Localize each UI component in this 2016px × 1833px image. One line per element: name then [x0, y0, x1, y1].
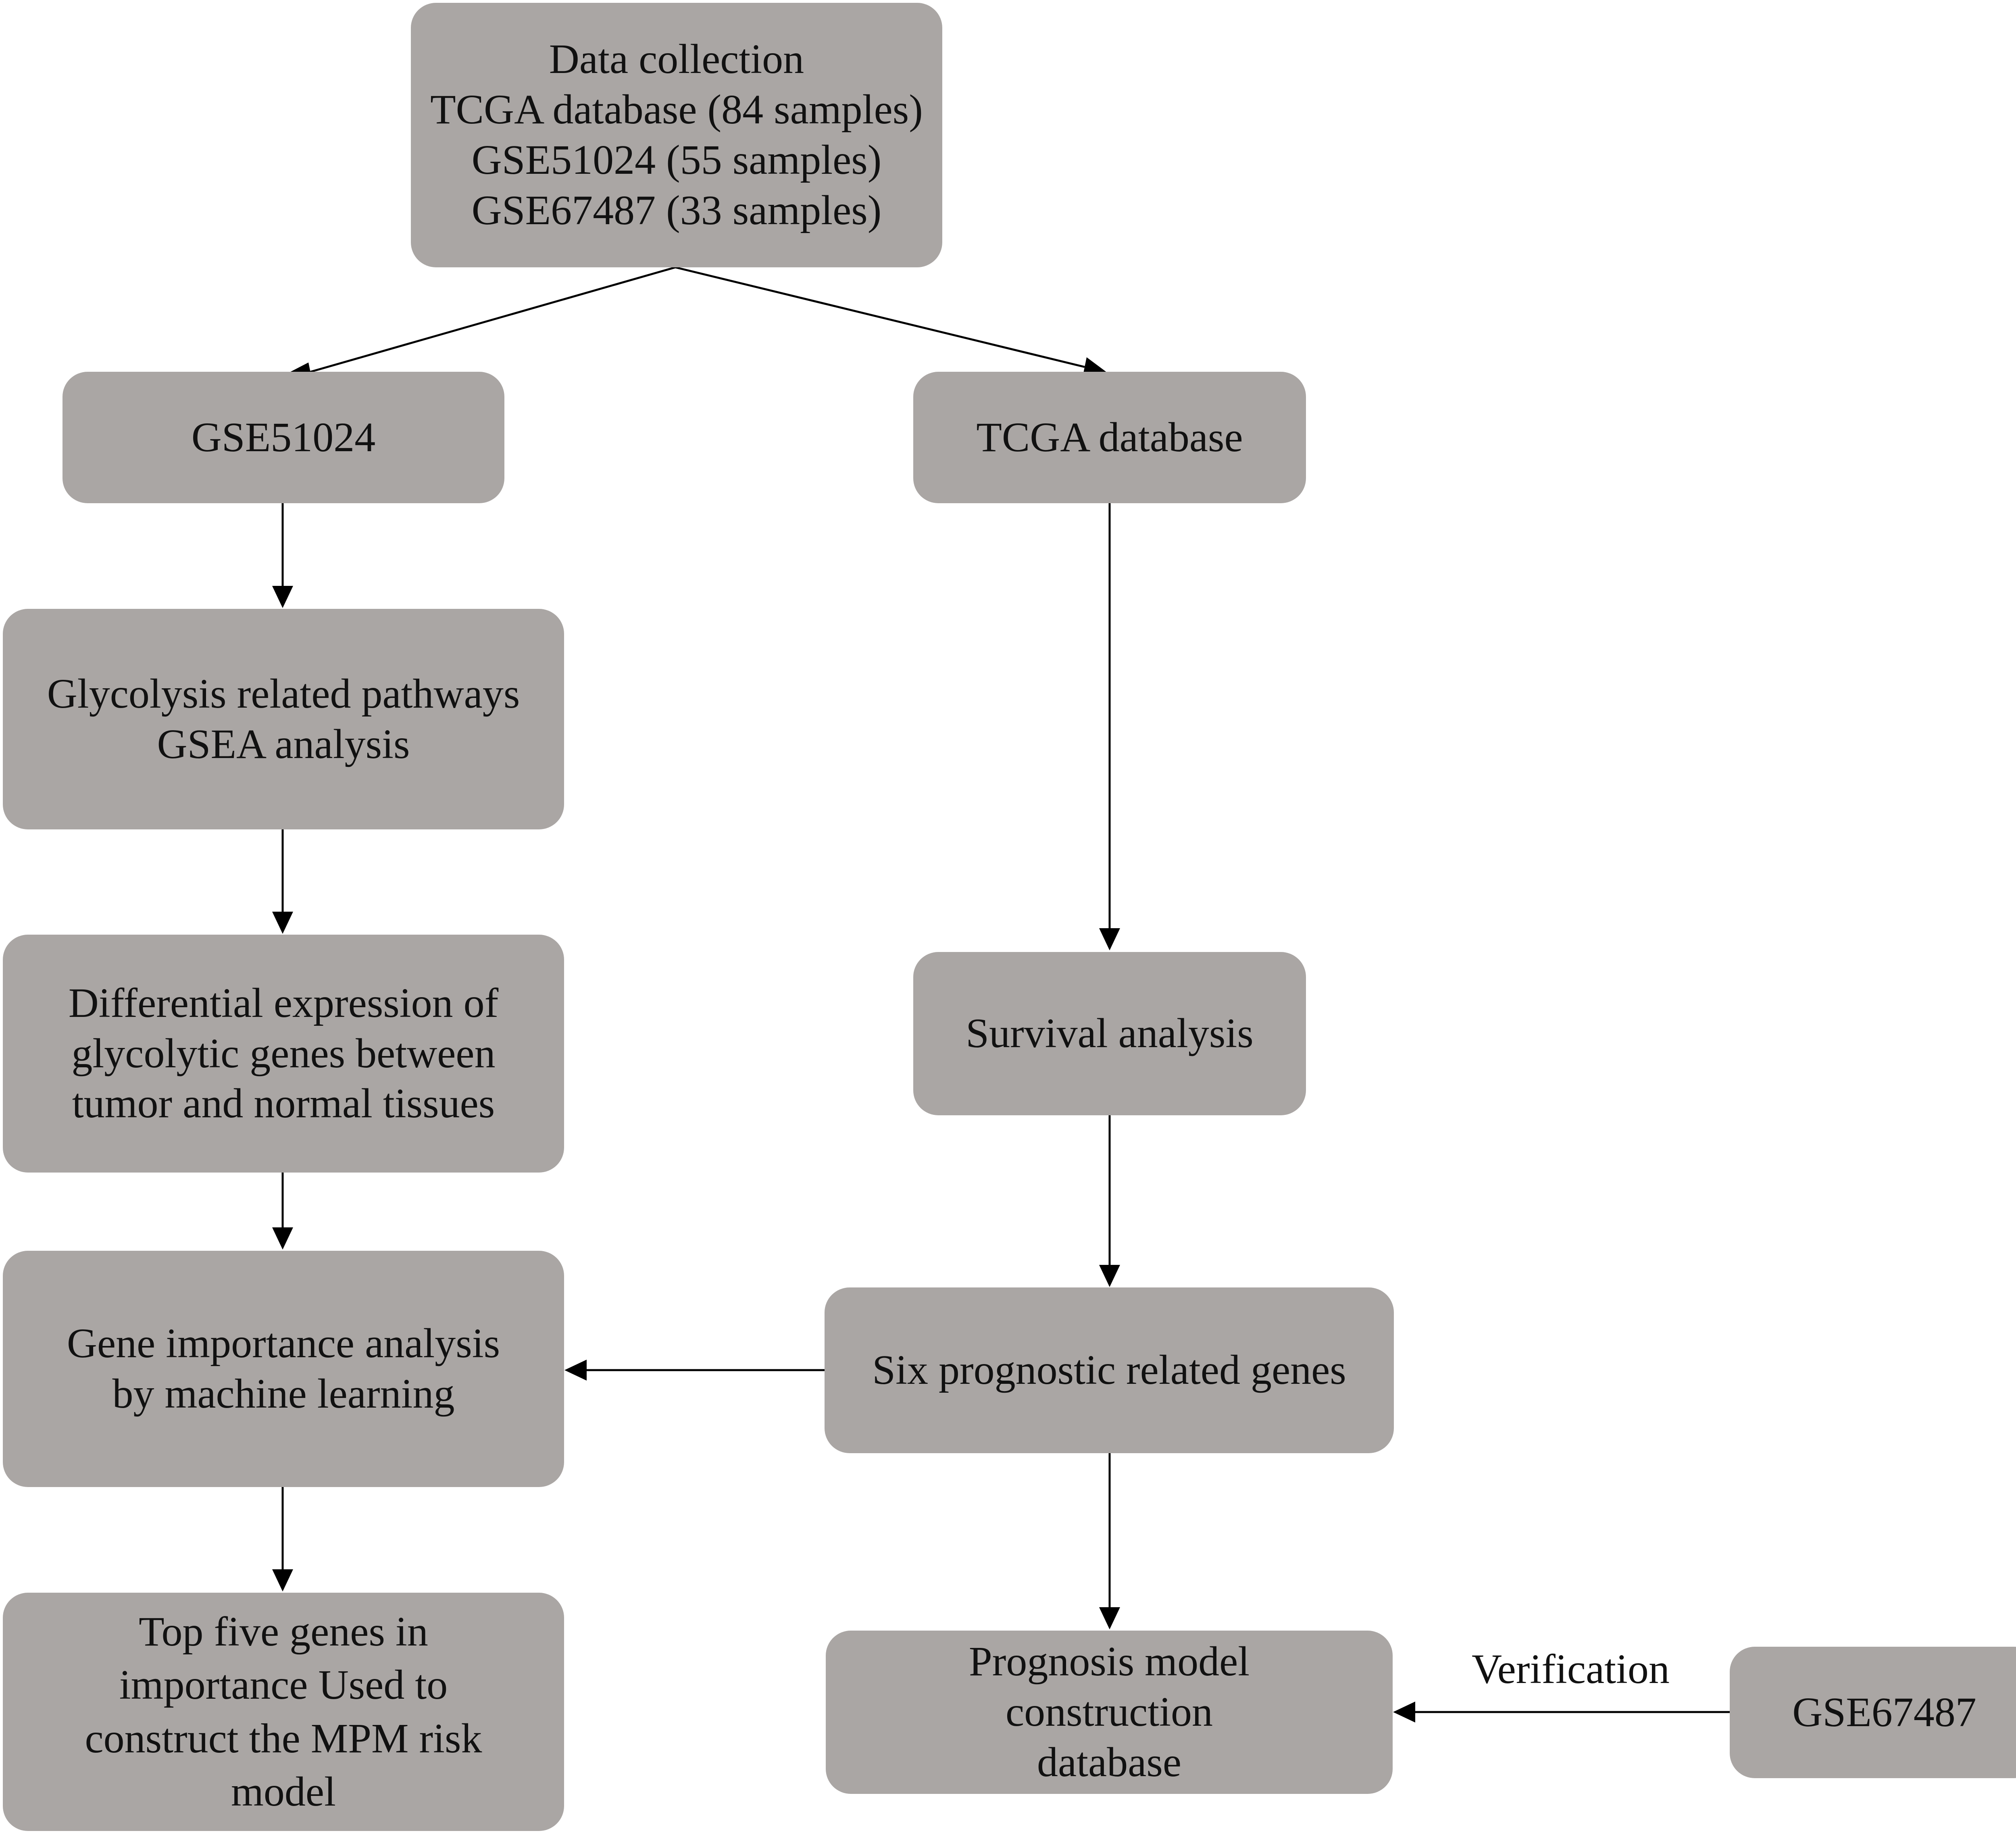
node-line: GSEA analysis: [157, 721, 410, 767]
node-line: construction: [1005, 1689, 1213, 1735]
node-line: Differential expression of: [68, 979, 499, 1026]
node-line: Prognosis model: [968, 1638, 1250, 1685]
arrowhead: [1099, 928, 1120, 950]
node-line: construct the MPM risk: [85, 1715, 482, 1762]
node-line: Data collection: [549, 36, 804, 83]
arrowhead: [272, 912, 293, 934]
node-line: GSE51024: [191, 414, 376, 460]
arrowhead: [1099, 1607, 1120, 1629]
node-tcga-database: TCGA database: [913, 372, 1306, 503]
node-line: importance Used to: [119, 1662, 448, 1708]
node-differential-expression: Differential expression of glycolytic ge…: [3, 935, 564, 1173]
arrowhead: [564, 1360, 587, 1381]
node-line: model: [231, 1768, 336, 1815]
node-gse67487: GSE67487: [1730, 1647, 2016, 1778]
arrowhead: [272, 586, 293, 608]
node-top-five-genes: Top five genes in importance Used to con…: [3, 1593, 564, 1831]
edge-datacollection-to-tcga: [675, 266, 1085, 368]
node-line: Glycolysis related pathways: [47, 670, 520, 717]
node-line: Six prognostic related genes: [872, 1347, 1346, 1393]
edge-datacollection-to-gse51024: [306, 266, 676, 374]
node-line: TCGA database: [976, 414, 1243, 460]
node-line: database: [1037, 1739, 1181, 1785]
node-line: tumor and normal tissues: [72, 1080, 495, 1127]
arrowhead: [1393, 1702, 1415, 1723]
node-data-collection: Data collection TCGA database (84 sample…: [411, 3, 942, 267]
node-glycolysis-gsea: Glycolysis related pathways GSEA analysi…: [3, 609, 564, 829]
node-gene-importance: Gene importance analysis by machine lear…: [3, 1251, 564, 1487]
node-survival-analysis: Survival analysis: [913, 952, 1306, 1115]
node-line: GSE67487: [1792, 1689, 1976, 1735]
edge-label-verification: Verification: [1472, 1646, 1670, 1692]
node-prognosis-model: Prognosis model construction database: [826, 1631, 1393, 1794]
node-line: Top five genes in: [139, 1608, 428, 1655]
node-gse51024: GSE51024: [62, 372, 504, 503]
arrowhead: [272, 1569, 293, 1591]
arrowhead: [272, 1227, 293, 1250]
node-line: glycolytic genes between: [71, 1030, 496, 1077]
node-line: by machine learning: [112, 1371, 455, 1417]
node-six-prognostic-genes: Six prognostic related genes: [825, 1287, 1394, 1453]
node-line: TCGA database (84 samples): [430, 86, 923, 133]
node-line: GSE67487 (33 samples): [471, 187, 882, 233]
node-line: Survival analysis: [966, 1010, 1254, 1057]
node-line: GSE51024 (55 samples): [471, 137, 882, 183]
node-line: Gene importance analysis: [67, 1320, 500, 1367]
arrowhead: [1099, 1265, 1120, 1287]
